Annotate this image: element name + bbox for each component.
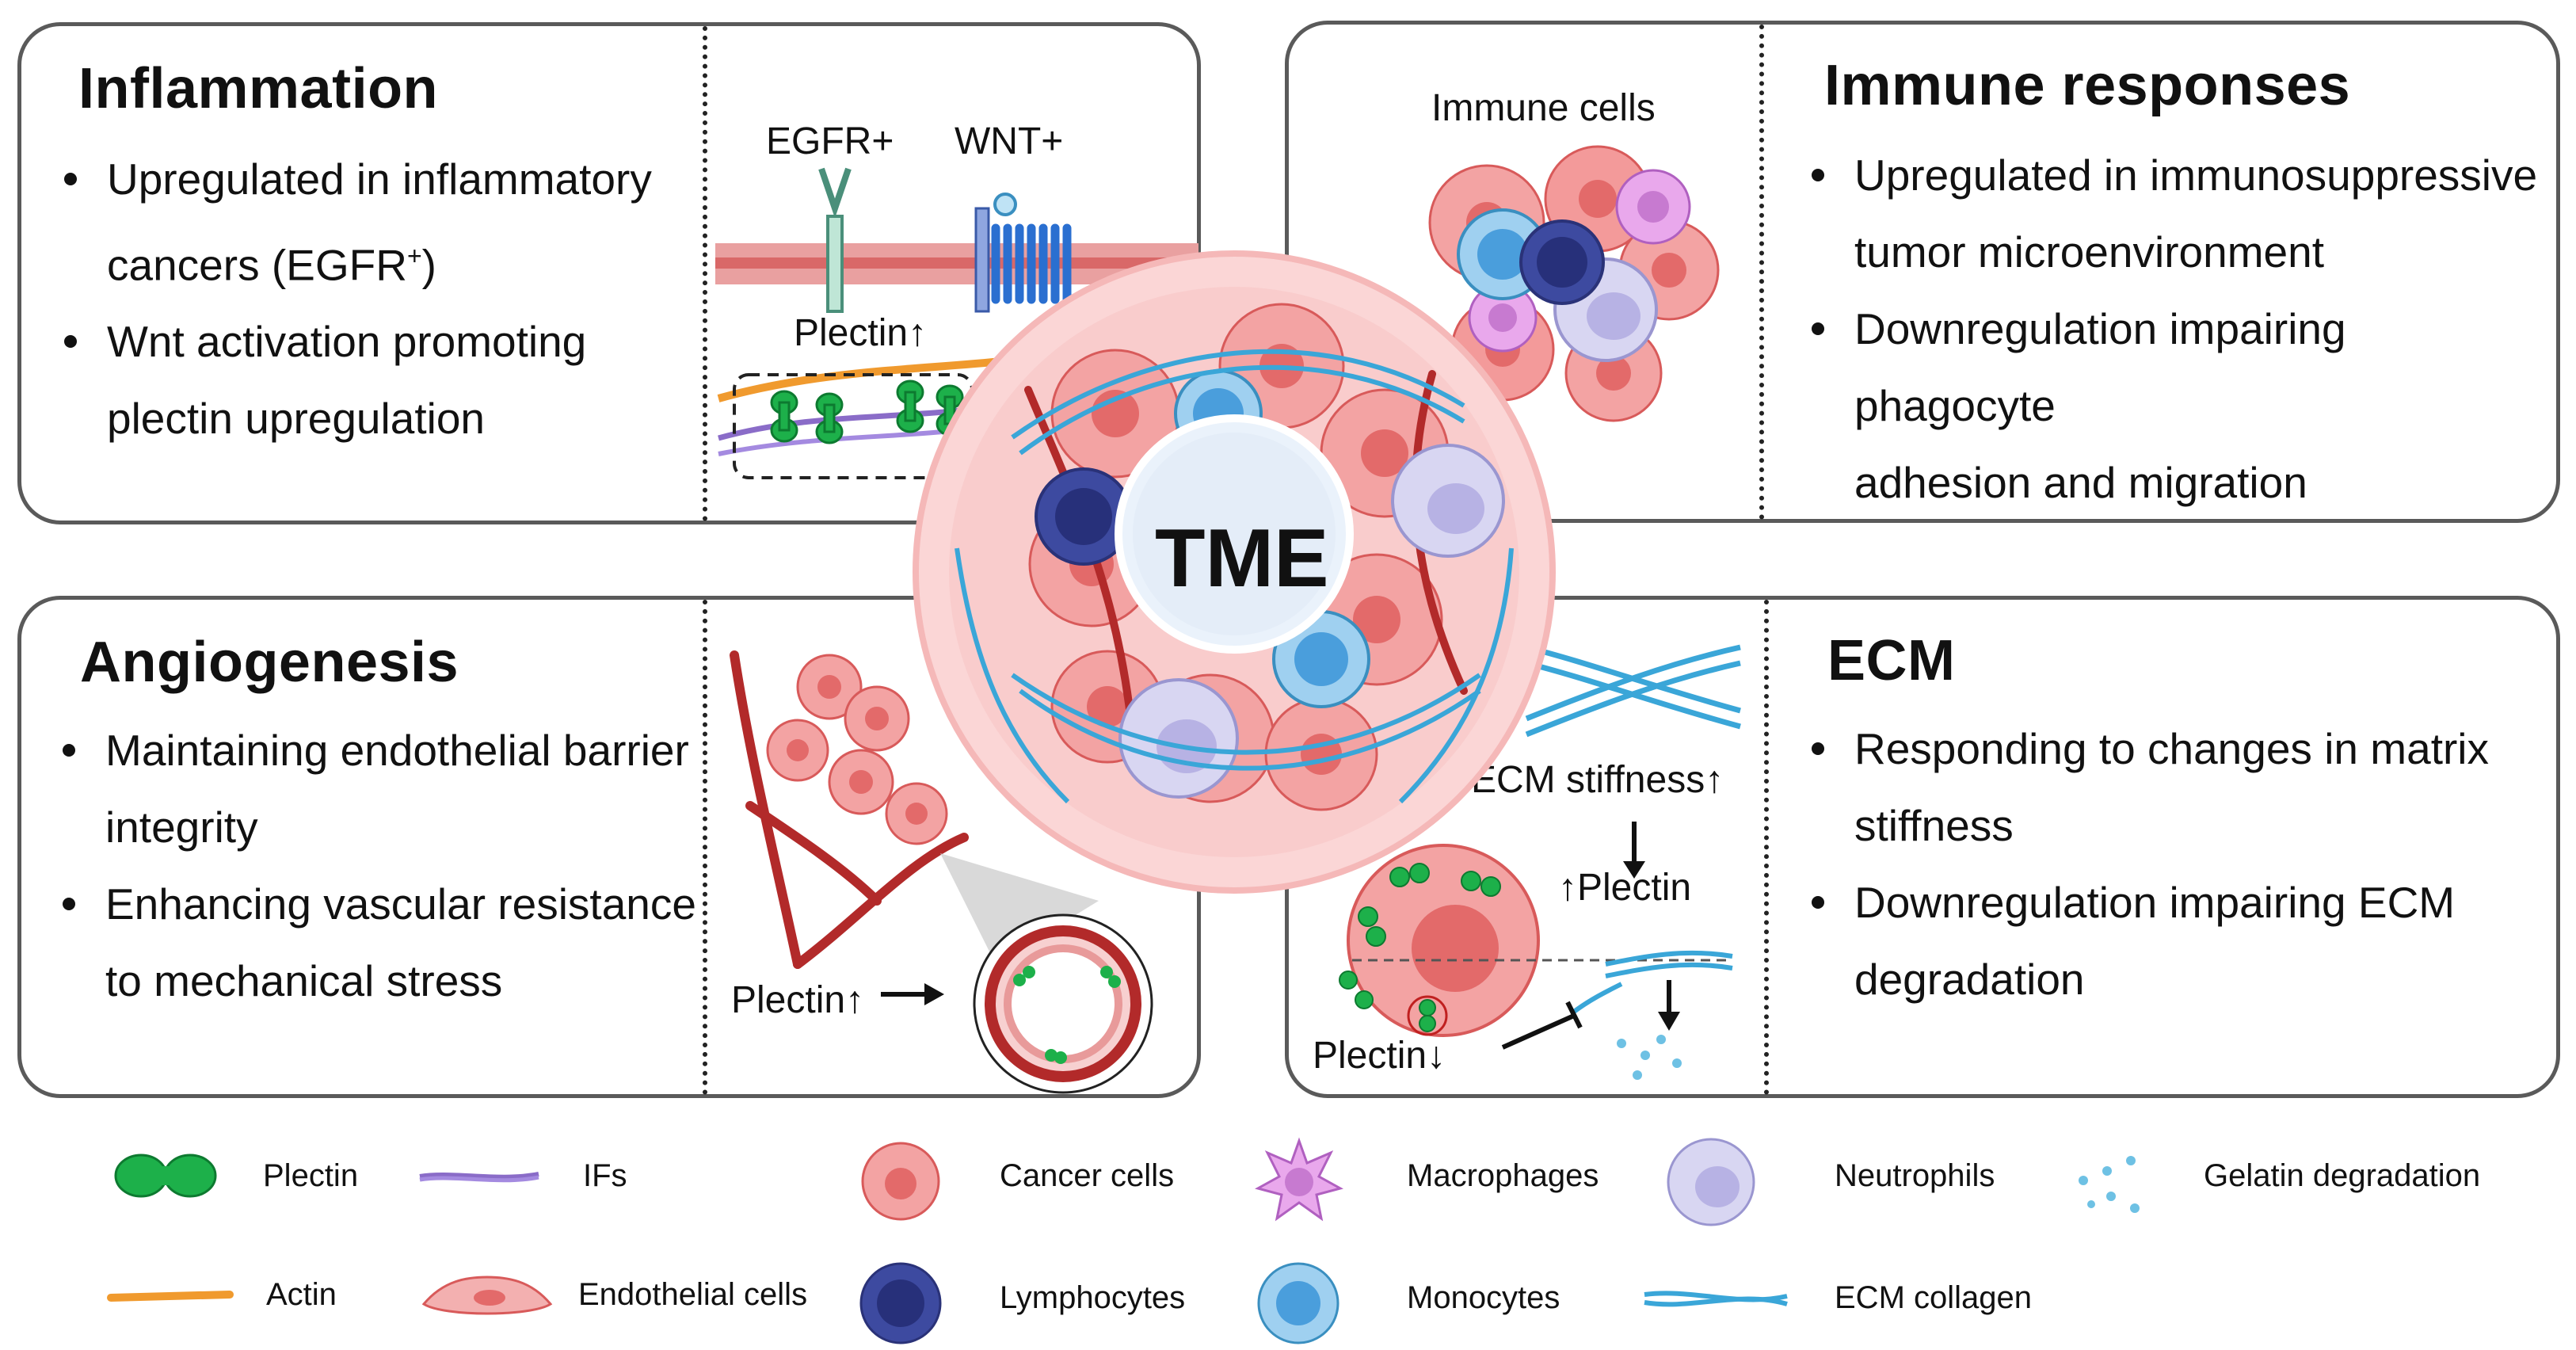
immune-title: Immune responses — [1824, 54, 2351, 117]
legend-cancer-cell-icon — [861, 1142, 940, 1221]
immune-bullet-1-line2: tumor microenvironment — [1854, 227, 2324, 276]
legend-plectin-label: Plectin — [263, 1158, 359, 1193]
angiogenesis-bullet-2-line2: to mechanical stress — [105, 956, 503, 1005]
inflammation-bullets: Upregulated in inflammatory cancers (EGFR… — [61, 141, 652, 457]
angiogenesis-bullets: Maintaining endothelial barrier integrity… — [59, 712, 696, 1020]
ecm-bullet-2-line2: degradation — [1854, 955, 2085, 1004]
legend-monocyte-icon — [1257, 1262, 1339, 1344]
egfr-receptor-icon — [818, 167, 852, 313]
immune-cells-cluster-illustration — [1428, 145, 1720, 422]
legend-lymphocyte-icon — [859, 1262, 942, 1344]
angiogenesis-title: Angiogenesis — [80, 631, 459, 694]
ecm-bullet-1-line2: stiffness — [1854, 801, 2014, 850]
immune-bullet-1: Upregulated in immunosuppressive tumor mi… — [1808, 137, 2556, 291]
legend-cancer-cells-label: Cancer cells — [1000, 1158, 1175, 1193]
legend-monocytes-label: Monocytes — [1407, 1280, 1560, 1315]
inflammation-bullet-1-line2: cancers (EGFR — [107, 240, 407, 290]
immune-bullets: Upregulated in immunosuppressive tumor mi… — [1808, 137, 2556, 521]
ecm-stiffness-illustration — [1339, 644, 1741, 1080]
wnt-label: WNT+ — [955, 120, 1064, 162]
immune-bullet-2-line1: Downregulation impairing phagocyte — [1854, 304, 2346, 430]
plectin-icon — [770, 379, 964, 444]
angiogenesis-bullet-1: Maintaining endothelial barrier integrity — [59, 712, 696, 866]
inflammation-bullet-2-line1: Wnt activation promoting — [107, 317, 587, 367]
ecm-bullet-2: Downregulation impairing ECM degradation — [1808, 864, 2489, 1018]
legend-neutrophil-icon — [1667, 1138, 1755, 1226]
legend-endothelial-label: Endothelial cells — [578, 1277, 808, 1312]
ecm-bullets: Responding to changes in matrix stiffness… — [1808, 711, 2489, 1018]
ecm-bullet-1: Responding to changes in matrix stiffness — [1808, 711, 2489, 864]
ecm-stiffness-label: ECM stiffness↑ — [1471, 759, 1724, 801]
egfr-label: EGFR+ — [766, 120, 894, 162]
legend-lymphocytes-label: Lymphocytes — [1000, 1280, 1186, 1315]
inflammation-bullet-2-line2: plectin upregulation — [107, 394, 486, 444]
immune-bullet-2: Downregulation impairing phagocyte adhesi… — [1808, 291, 2556, 521]
angiogenesis-divider — [703, 600, 707, 1095]
legend-gelatin-icon — [2079, 1156, 2140, 1213]
legend-plectin-icon — [114, 1154, 217, 1198]
inflammation-bullet-1-line1: Upregulated in inflammatory — [107, 154, 652, 204]
immune-cells-label: Immune cells — [1431, 87, 1656, 129]
legend-ifs-label: IFs — [583, 1158, 627, 1193]
tme-label: TME — [1155, 513, 1329, 604]
inflammation-bullet-2: Wnt activation promoting plectin upregula… — [61, 303, 652, 457]
inflammation-plectin-label: Plectin↑ — [794, 312, 928, 354]
blood-vessel-illustration — [730, 650, 1153, 1094]
inflammation-bullet-1-end: ) — [421, 240, 436, 290]
legend-actin-icon — [107, 1291, 234, 1302]
angiogenesis-bullet-2-line1: Enhancing vascular resistance — [105, 879, 696, 929]
inflammation-panel: Inflammation Upregulated in inflammatory… — [17, 22, 1201, 524]
angiogenesis-bullet-1-line1: Maintaining endothelial barrier — [105, 726, 689, 775]
ecm-divider — [1764, 600, 1769, 1095]
angiogenesis-bullet-1-line2: integrity — [105, 803, 258, 852]
angiogenesis-plectin-label: Plectin↑ — [731, 979, 865, 1021]
legend-macrophage-icon — [1255, 1137, 1343, 1222]
legend-ifs-icon — [419, 1172, 539, 1183]
legend-macrophages-label: Macrophages — [1407, 1158, 1599, 1193]
immune-bullet-1-line1: Upregulated in immunosuppressive — [1854, 151, 2538, 200]
egfr-superscript: + — [406, 242, 422, 270]
wnt-receptor-icon — [974, 193, 1072, 313]
inflammation-divider — [703, 26, 707, 521]
legend-endothelial-icon — [421, 1276, 553, 1315]
immune-bullet-2-line2: adhesion and migration — [1854, 458, 2307, 507]
legend-gelatin-label: Gelatin degradation — [2204, 1158, 2481, 1193]
tme-central-illustration — [913, 250, 1556, 894]
ecm-bullet-2-line1: Downregulation impairing ECM — [1854, 878, 2456, 927]
inflammation-title: Inflammation — [78, 57, 439, 120]
immune-divider — [1759, 25, 1764, 520]
ecm-bullet-1-line1: Responding to changes in matrix — [1854, 724, 2490, 773]
ecm-plectin-up-label: ↑Plectin — [1558, 867, 1692, 909]
ecm-title: ECM — [1827, 629, 1956, 692]
inflammation-bullet-1: Upregulated in inflammatory cancers (EGFR… — [61, 141, 652, 303]
angiogenesis-panel: Angiogenesis Maintaining endothelial bar… — [17, 596, 1201, 1098]
legend-actin-label: Actin — [266, 1277, 337, 1312]
legend-collagen-icon — [1644, 1291, 1788, 1307]
angiogenesis-bullet-2: Enhancing vascular resistance to mechanic… — [59, 866, 696, 1020]
legend-collagen-label: ECM collagen — [1835, 1280, 2033, 1315]
legend-neutrophils-label: Neutrophils — [1835, 1158, 1995, 1193]
ecm-plectin-down-label: Plectin↓ — [1313, 1035, 1446, 1077]
